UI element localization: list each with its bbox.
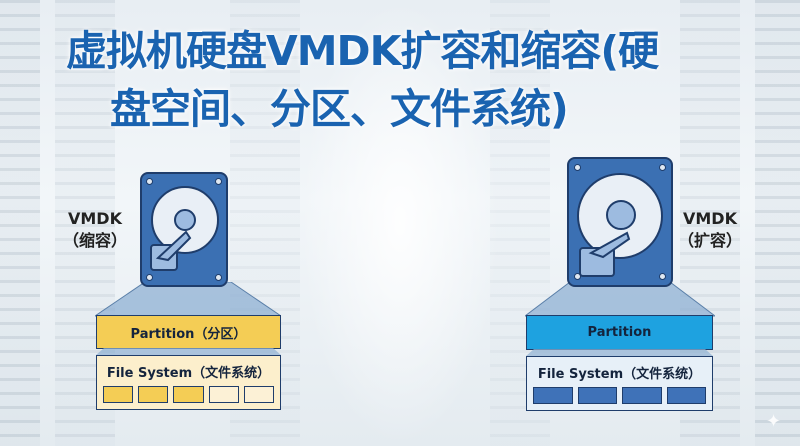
title-line-1: 虚拟机硬盘VMDK扩容和缩容(硬 [66, 27, 659, 75]
fs-block-filled [103, 386, 134, 403]
fs-block-filled [138, 386, 169, 403]
fs-block-filled [533, 387, 573, 404]
right-partition-label: Partition [587, 325, 652, 340]
fs-block-empty [243, 386, 275, 403]
fs-block-filled [577, 387, 617, 404]
left-disk-connector [95, 282, 281, 317]
page-title: 虚拟机硬盘VMDK扩容和缩容(硬 盘空间、分区、文件系统) [66, 22, 746, 138]
left-filesystem-block: File System（文件系统） [96, 355, 281, 410]
right-filesystem-blocks [533, 387, 706, 404]
right-vmdk-subtitle: （扩容） [677, 231, 742, 250]
right-filesystem-block: File System（文件系统） [526, 356, 713, 411]
sparkle-icon: ✦ [766, 411, 782, 432]
left-vmdk-title: VMDK [68, 209, 122, 228]
left-fs-connector [96, 348, 281, 355]
right-vmdk-title: VMDK [683, 209, 737, 228]
left-hard-disk-icon [140, 172, 228, 287]
fs-block-filled [622, 387, 662, 404]
fs-block-filled [173, 386, 204, 403]
right-hard-disk-icon [567, 157, 673, 287]
right-filesystem-label: File System（文件系统） [537, 367, 702, 382]
right-disk-connector [525, 282, 715, 317]
fs-block-filled [666, 387, 706, 404]
fs-block-empty [208, 386, 239, 403]
right-partition-block: Partition [526, 315, 713, 350]
left-vmdk-label: VMDK （缩容） [60, 208, 130, 252]
left-vmdk-subtitle: （缩容） [62, 231, 127, 250]
left-partition-block: Partition（分区） [96, 315, 281, 349]
right-vmdk-label: VMDK （扩容） [675, 208, 745, 252]
title-line-2: 盘空间、分区、文件系统) [110, 85, 569, 133]
right-fs-connector [526, 349, 713, 356]
left-filesystem-label: File System（文件系统） [106, 366, 271, 381]
left-filesystem-blocks [103, 386, 275, 403]
left-partition-label: Partition（分区） [130, 326, 247, 342]
